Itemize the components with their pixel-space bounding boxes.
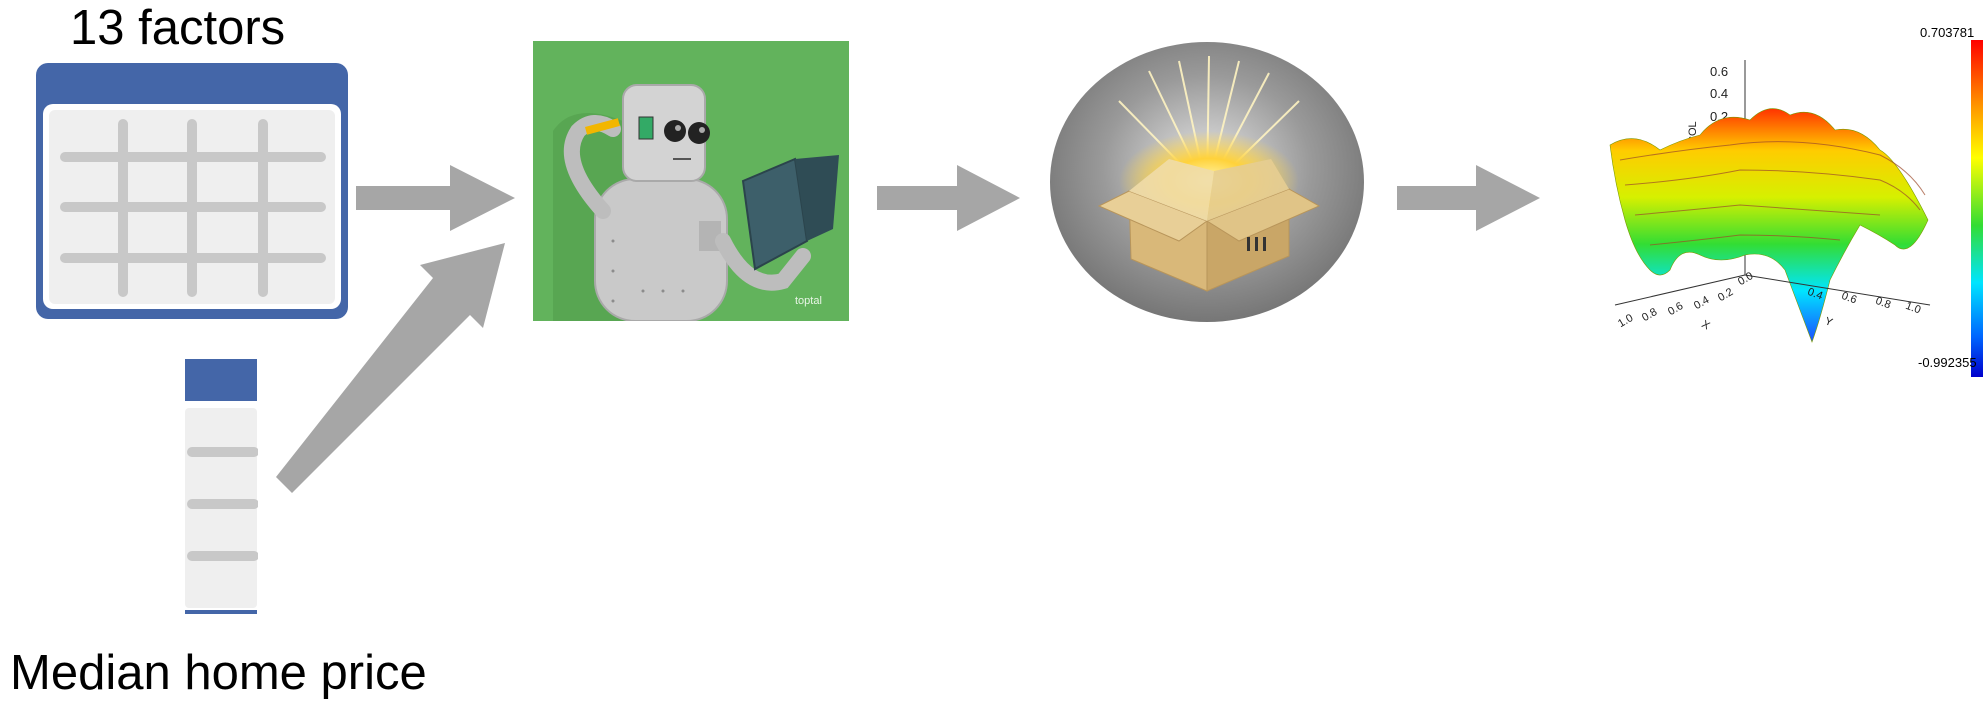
colorbar (1971, 40, 1983, 377)
y-tick: 0.6 (1840, 290, 1858, 307)
y-tick: 0.8 (1874, 295, 1892, 312)
z-tick: 0.4 (1710, 86, 1728, 101)
x-tick: 0.0 (1736, 270, 1755, 288)
x-tick: 0.4 (1692, 294, 1711, 312)
glowing-box-illustration (1049, 41, 1365, 323)
x-tick: 0.2 (1716, 286, 1735, 304)
y-tick: 1.0 (1904, 300, 1922, 317)
colorbar-min-label: -0.992355 (1918, 355, 1977, 370)
colorbar-max-label: 0.703781 (1920, 25, 1974, 40)
x-axis-label: X (1699, 318, 1712, 332)
x-tick: 0.8 (1640, 306, 1659, 324)
robot-watermark: toptal (795, 295, 822, 307)
x-tick: 0.6 (1666, 300, 1685, 318)
surface-plot: 0.703781 -0.992355 0.6 0.4 0.2 COL 1.0 0… (1580, 20, 1985, 380)
z-tick: 0.6 (1710, 64, 1728, 79)
x-tick: 1.0 (1616, 312, 1635, 330)
arrow-right-icon (356, 165, 515, 231)
y-axis-label: Y (1823, 315, 1835, 329)
arrow-right-icon (877, 165, 1020, 231)
robot-learning-illustration: toptal (533, 41, 849, 321)
arrow-right-icon (1397, 165, 1540, 231)
arrow-diagonal-icon (276, 243, 505, 493)
